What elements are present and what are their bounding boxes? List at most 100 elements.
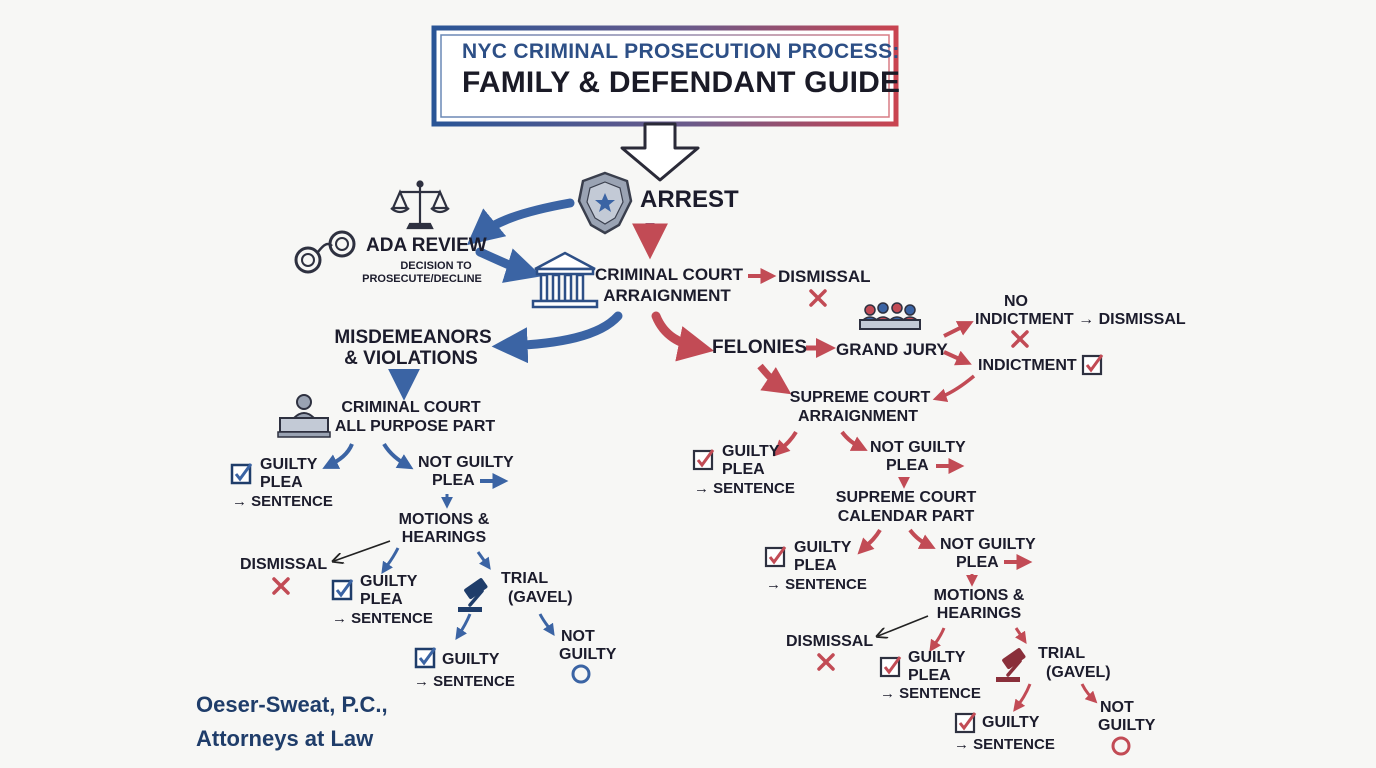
arrow-glyph: → — [954, 736, 969, 753]
gavel-icon — [458, 578, 488, 612]
checkbox-checked-icon — [331, 579, 354, 601]
node-left-dismissal: DISMISSAL — [240, 556, 328, 573]
node-misdemeanors-2: & VIOLATIONS — [344, 348, 478, 369]
sentence-label: SENTENCE — [973, 736, 1055, 753]
node-ada-review: ADA REVIEW — [366, 235, 487, 256]
checkbox-checked-icon — [879, 656, 902, 678]
node-right-guilty-plea-2: PLEA — [722, 461, 765, 478]
node-left-verdict-guilty-sentence: → SENTENCE — [414, 674, 515, 690]
node-right-cal-guilty-1: GUILTY — [794, 539, 852, 556]
node-right-guilty-plea-1: GUILTY — [722, 443, 780, 460]
arrow-glyph: → — [880, 685, 895, 702]
node-cc-arraignment-2: ARRAIGNMENT — [603, 286, 731, 305]
node-right-not-guilty-1: NOT — [1100, 699, 1134, 716]
node-right-calendar-1: SUPREME COURT — [835, 489, 977, 506]
arrow-glyph: → — [766, 576, 781, 593]
node-right-verdict-guilty-sentence: → SENTENCE — [954, 737, 1055, 753]
node-right-cal-not-guilty-2: PLEA — [956, 554, 999, 571]
checkbox-checked-icon — [954, 712, 977, 734]
node-right-not-guilty-plea-2: PLEA — [886, 457, 929, 474]
checkbox-checked-icon — [230, 463, 253, 485]
node-left-trial-1: TRIAL — [501, 570, 549, 587]
handcuffs-icon — [294, 230, 356, 274]
node-left-trial-2: (GAVEL) — [508, 589, 573, 606]
node-right-not-guilty-2: GUILTY — [1098, 717, 1156, 734]
node-right-sc-arraignment-1: SUPREME COURT — [789, 389, 931, 406]
arrow-glyph: → — [1078, 311, 1095, 328]
node-right-cal-guilty-2: PLEA — [794, 557, 837, 574]
jury-icon — [859, 302, 921, 330]
title-down-arrow — [620, 122, 700, 182]
node-right-cal-not-guilty-1: NOT GUILTY — [940, 536, 1036, 553]
node-left-not-guilty-plea-2: PLEA — [432, 472, 475, 489]
node-right-trial-1: TRIAL — [1038, 645, 1086, 662]
gavel-icon — [996, 648, 1026, 682]
x-mark-icon — [272, 577, 290, 595]
circle-icon — [1111, 736, 1131, 756]
node-no-indictment-1: NO — [1004, 293, 1028, 310]
node-left-guilty-plea-sentence: → SENTENCE — [232, 494, 333, 510]
arrow-glyph: → — [332, 610, 347, 627]
checkbox-checked-icon — [764, 546, 787, 568]
node-ada-review-note-2: PROSECUTE/DECLINE — [362, 273, 482, 285]
node-grand-jury: GRAND JURY — [836, 340, 948, 359]
node-left-all-purpose-1: CRIMINAL COURT — [341, 399, 481, 416]
arrow-glyph: → — [694, 480, 709, 497]
node-left-motions-1: MOTIONS & — [398, 511, 490, 528]
node-left-motions-2: HEARINGS — [401, 529, 487, 546]
node-cc-arraignment-1: CRIMINAL COURT — [595, 265, 743, 284]
node-right-trial-2: (GAVEL) — [1046, 664, 1111, 681]
node-right-calendar-2: CALENDAR PART — [837, 508, 975, 525]
node-left-all-purpose-2: ALL PURPOSE PART — [334, 418, 496, 435]
sentence-label: SENTENCE — [713, 480, 795, 497]
title-line-1: NYC CRIMINAL PROSECUTION PROCESS: — [462, 40, 900, 63]
node-right-motions-1: MOTIONS & — [933, 587, 1025, 604]
node-ada-review-note-1: DECISION TO — [400, 260, 472, 272]
sentence-label: SENTENCE — [251, 493, 333, 510]
node-left-motions-guilty-sentence: → SENTENCE — [332, 611, 433, 627]
node-left-not-guilty-2: GUILTY — [559, 646, 617, 663]
node-right-not-guilty-plea-1: NOT GUILTY — [870, 439, 966, 456]
node-arrest: ARREST — [640, 186, 739, 213]
node-right-motions-guilty-1: GUILTY — [908, 649, 966, 666]
x-mark-icon — [809, 289, 827, 307]
sentence-label: SENTENCE — [899, 685, 981, 702]
node-left-guilty-plea-1: GUILTY — [260, 456, 318, 473]
node-left-not-guilty-plea-1: NOT GUILTY — [418, 454, 514, 471]
checkbox-checked-icon — [692, 449, 715, 471]
title-frame — [431, 25, 899, 127]
judge-icon — [277, 394, 331, 438]
firm-subtitle: Attorneys at Law — [196, 726, 374, 751]
no-indictment-dismissal-label: DISMISSAL — [1098, 311, 1186, 328]
checkbox-checked-icon — [414, 647, 437, 669]
title-line-2: FAMILY & DEFENDANT GUIDE — [462, 66, 901, 99]
courthouse-icon — [531, 251, 599, 309]
node-indictment: INDICTMENT — [978, 357, 1077, 374]
sentence-label: SENTENCE — [433, 673, 515, 690]
police-badge-icon — [577, 171, 633, 235]
node-left-motions-guilty-1: GUILTY — [360, 573, 418, 590]
node-misdemeanors-1: MISDEMEANORS — [334, 327, 492, 348]
no-indictment-label: INDICTMENT — [975, 311, 1074, 328]
node-left-verdict-guilty: GUILTY — [442, 651, 500, 668]
node-left-guilty-plea-2: PLEA — [260, 474, 303, 491]
sentence-label: SENTENCE — [351, 610, 433, 627]
node-right-cal-guilty-sentence: → SENTENCE — [766, 577, 867, 593]
firm-name: Oeser-Sweat, P.C., — [196, 692, 388, 717]
circle-icon — [571, 664, 591, 684]
node-no-indictment-2: INDICTMENT → DISMISSAL — [975, 311, 1186, 329]
node-right-motions-2: HEARINGS — [936, 605, 1022, 622]
node-right-motions-guilty-2: PLEA — [908, 667, 951, 684]
node-right-sc-arraignment-2: ARRAIGNMENT — [798, 408, 918, 425]
arrow-glyph: → — [232, 493, 247, 510]
node-dismissal-top: DISMISSAL — [778, 267, 871, 286]
checkbox-checked-icon — [1081, 354, 1104, 376]
node-left-not-guilty-1: NOT — [561, 628, 595, 645]
node-right-dismissal: DISMISSAL — [786, 633, 874, 650]
node-felonies: FELONIES — [712, 337, 808, 358]
sentence-label: SENTENCE — [785, 576, 867, 593]
node-right-motions-guilty-sentence: → SENTENCE — [880, 686, 981, 702]
scales-of-justice-icon — [390, 180, 450, 230]
